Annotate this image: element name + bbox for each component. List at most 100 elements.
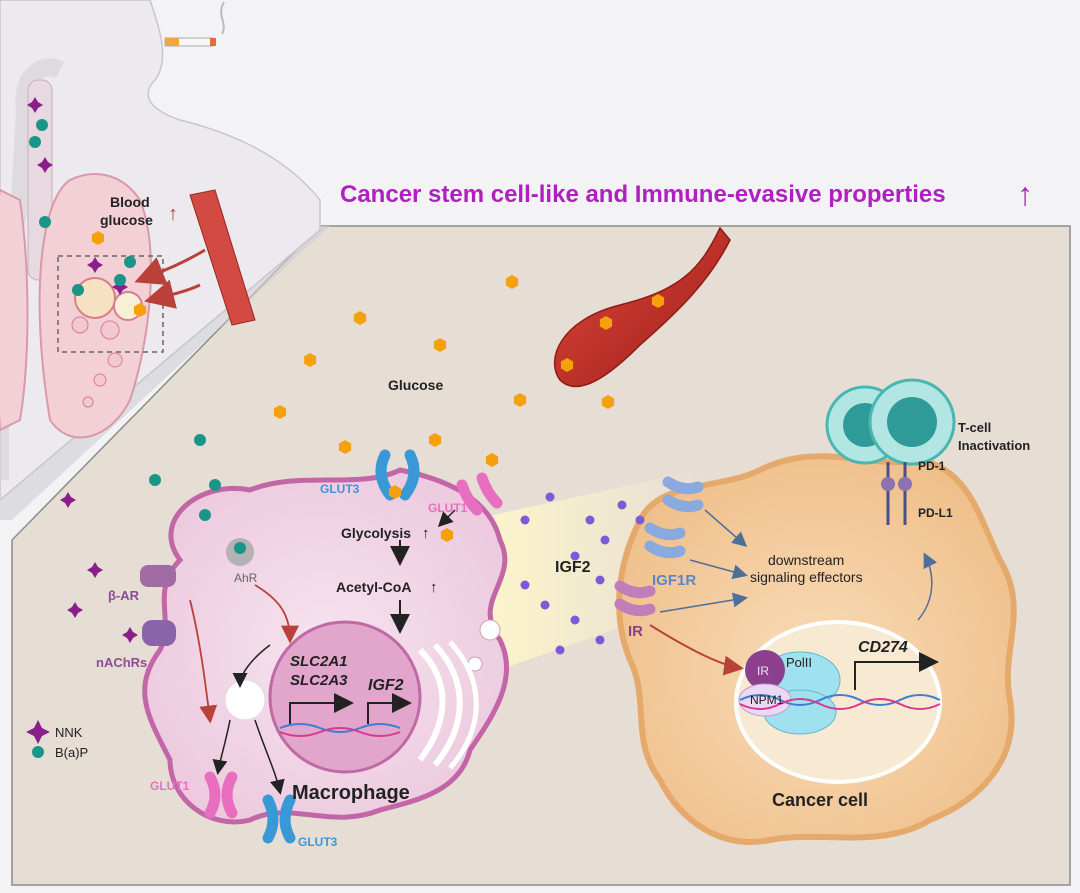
cigarette-icon: [164, 1, 225, 47]
bap-molecule: [234, 542, 246, 554]
glucose-molecule: [513, 393, 527, 407]
glucose-molecule: [440, 528, 454, 542]
golgi: [448, 640, 479, 770]
bap-molecule: [72, 284, 84, 296]
ahr-label: AhR: [234, 571, 258, 585]
igf2-molecule: [595, 635, 605, 645]
glucose-molecule: [485, 453, 499, 467]
nnk-molecule: [67, 602, 83, 618]
tcell-inactivation-label-line2: Inactivation: [958, 438, 1030, 453]
blood-glucose-label-line1: Blood: [110, 194, 150, 210]
vesicle-to-glut3-arrow: [254, 719, 285, 795]
dna-strand: [279, 727, 401, 737]
ir-to-effectors-arrow: [659, 592, 748, 613]
glut1-transporter-top: [456, 472, 503, 516]
glucose-molecule: [91, 231, 105, 245]
nnk-molecule: [37, 157, 53, 173]
beta-ar-label: β-AR: [108, 588, 140, 603]
igf2-molecule: [520, 515, 530, 525]
macrophage-label: Macrophage: [292, 782, 410, 804]
downstream-label-line2: signaling effectors: [750, 569, 863, 585]
cancer-cell: [616, 453, 1017, 845]
bap-molecules: [29, 119, 246, 554]
nucleus-to-pdl1-arrow: [917, 552, 938, 621]
blood-vessel: [553, 226, 731, 388]
npm1-label: NPM1: [750, 693, 784, 707]
nnk-legend-icon: [26, 720, 50, 744]
glucose-molecule: [560, 358, 574, 372]
igf2-molecule: [555, 645, 565, 655]
human-silhouette: [0, 0, 321, 501]
igf2-molecule: [585, 515, 595, 525]
igf2-molecule: [570, 551, 580, 561]
bap-molecule: [124, 256, 136, 268]
glucose-molecule: [428, 433, 442, 447]
glut1-transporter-bottom: [204, 771, 238, 819]
glut3-transporter-top: [375, 449, 420, 501]
headline-title: Cancer stem cell-like and Immune-evasive…: [340, 181, 946, 208]
nachr-receptor: [142, 620, 176, 646]
nnk-molecule: [112, 279, 128, 295]
igf2-molecule: [545, 492, 555, 502]
acetyl-coa-label: Acetyl-CoA: [336, 579, 411, 595]
bap-molecule: [194, 434, 206, 446]
bap-molecule: [114, 274, 126, 286]
blood-glucose-up-arrow: ↑: [168, 203, 178, 225]
ir-label: IR: [628, 623, 643, 640]
bap-molecule: [39, 216, 51, 228]
cancer-dna-strand: [739, 698, 941, 710]
glut1-top-label: GLUT1: [428, 501, 468, 515]
glucose-molecules: [91, 231, 665, 542]
glut3-transporter-bottom: [262, 794, 296, 844]
tumor-cell: [71, 316, 89, 334]
cd274-gene-label: CD274: [858, 639, 908, 656]
igf1r-receptor: [644, 476, 704, 559]
pdl1-label: PD-L1: [918, 506, 953, 520]
beta-ar-receptor: [140, 565, 176, 587]
glucose-molecule: [601, 395, 615, 409]
bap-molecule: [199, 509, 211, 521]
ir-receptor: [614, 580, 656, 617]
glucose-label: Glucose: [388, 377, 443, 393]
glucose-molecule: [133, 303, 147, 317]
macrophage-nucleus: [268, 620, 422, 774]
dna-strand: [279, 723, 401, 733]
glucose-entry-arrow: [437, 509, 456, 528]
glucose-molecule: [505, 275, 519, 289]
cancer-dna-strand: [739, 694, 941, 706]
pd1-pdl1-binding: [898, 477, 912, 491]
glucose-molecule: [651, 294, 665, 308]
bap-molecule: [29, 136, 41, 148]
nuclear-ir: [745, 650, 785, 690]
bap-legend-icon: [32, 746, 44, 758]
polii-label: PolII: [786, 655, 812, 670]
pd1-pdl1-binding: [881, 477, 895, 491]
bap-legend-label: B(a)P: [55, 745, 88, 760]
golgi: [432, 642, 463, 767]
downstream-label-line1: downstream: [768, 552, 844, 568]
cancer-cell-label: Cancer cell: [772, 790, 868, 810]
igf1r-to-effectors-arrow: [689, 559, 748, 580]
slc2a1-gene-label: SLC2A1: [290, 653, 348, 670]
tumor-cell: [100, 320, 120, 340]
tumor-cell: [74, 277, 116, 319]
acetyl-coa-up-arrow: ↑: [430, 579, 438, 596]
headline-up-arrow: ↑: [1017, 176, 1033, 212]
cd274-promoter-arrow: [854, 652, 939, 690]
nnk-molecule: [87, 562, 103, 578]
glycolysis-label: Glycolysis: [341, 525, 411, 541]
receptor-to-vesicle-arrow: [189, 599, 218, 724]
glycolysis-up-arrow: ↑: [422, 525, 430, 542]
bap-molecule: [149, 474, 161, 486]
vesicle: [479, 619, 501, 641]
glucose-molecule: [599, 316, 613, 330]
tcell-inactivation-label-line1: T-cell: [958, 420, 991, 435]
igf2-molecule: [540, 600, 550, 610]
slc-promoter-arrow: [289, 693, 354, 724]
glut3-bottom-label: GLUT3: [298, 835, 338, 849]
igf2-molecule: [600, 535, 610, 545]
nucleus-to-vesicle-arrow: [232, 644, 271, 688]
glucose-molecule: [303, 353, 317, 367]
ir-to-nucleus-arrow: [649, 624, 744, 676]
